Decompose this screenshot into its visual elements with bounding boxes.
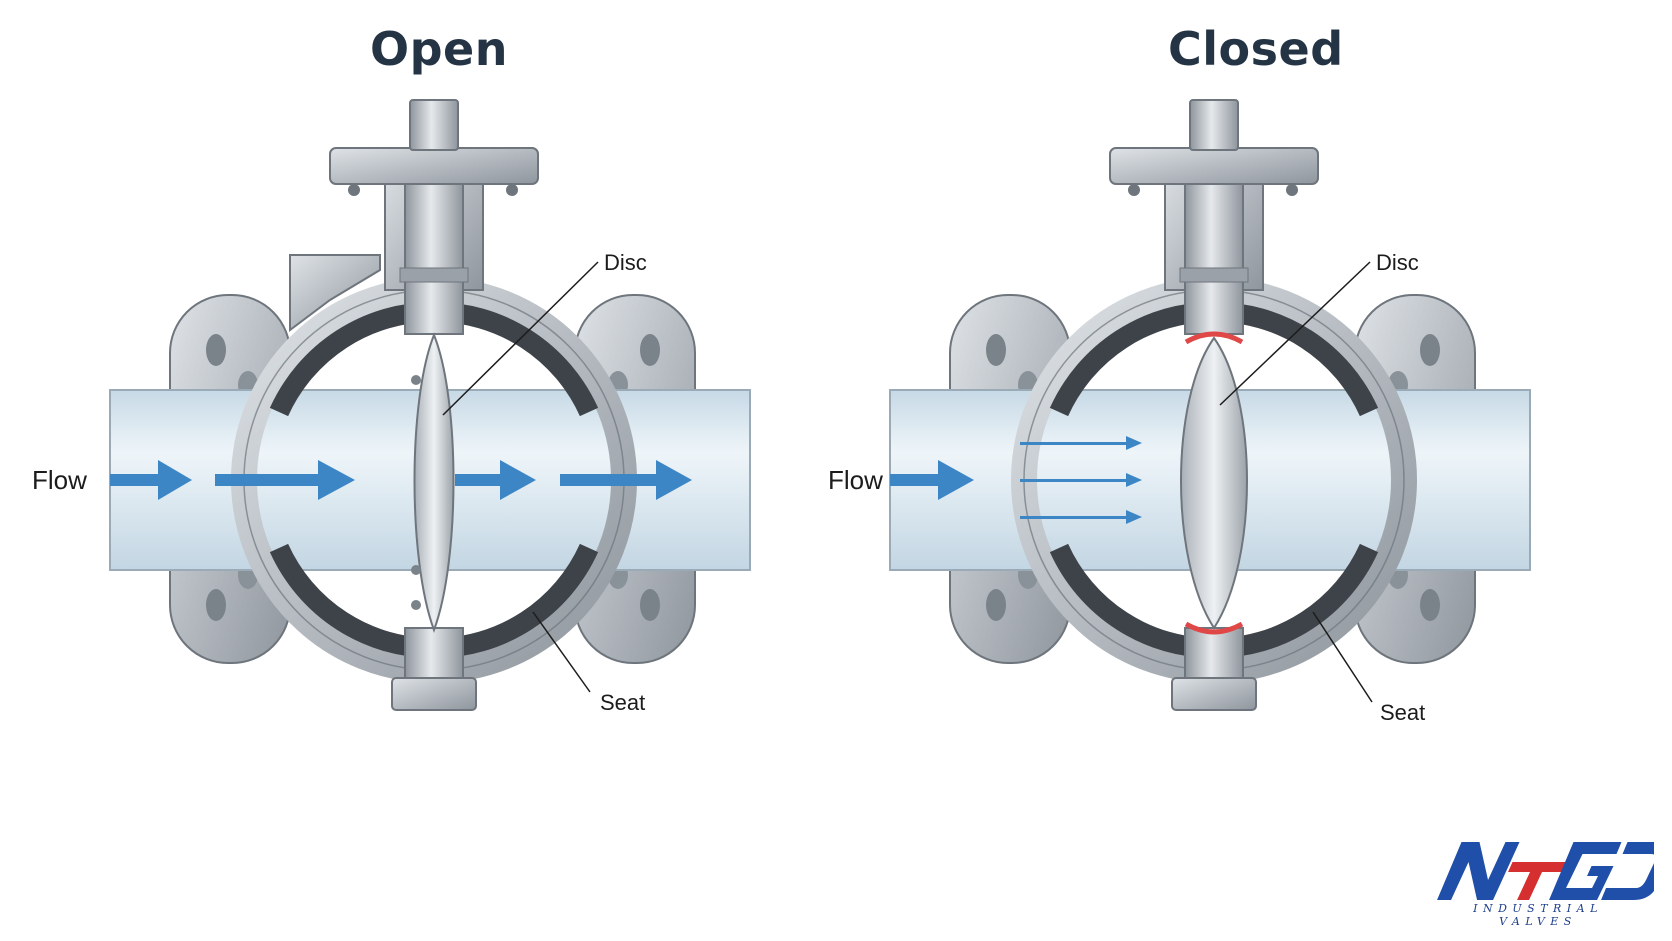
closed-disc-leader xyxy=(1219,261,1371,406)
open-disc-leader xyxy=(442,261,599,416)
open-seat-label: Seat xyxy=(600,690,646,715)
closed-flow-arrows xyxy=(890,436,1142,524)
open-stem-top xyxy=(409,99,459,151)
open-disc-label: Disc xyxy=(604,250,647,275)
open-top-flange xyxy=(329,147,539,185)
ntgd-logo xyxy=(1437,842,1654,900)
closed-disc-label: Disc xyxy=(1376,250,1419,275)
closed-valve xyxy=(889,99,1531,711)
open-seat-leader xyxy=(532,611,591,693)
closed-seal-bottom xyxy=(1184,621,1244,635)
open-title: Open xyxy=(370,22,508,76)
closed-seat-leader xyxy=(1312,611,1373,703)
open-valve xyxy=(109,99,751,711)
closed-flow-label: Flow xyxy=(828,465,883,495)
closed-seal-top xyxy=(1184,331,1244,345)
closed-top-flange xyxy=(1109,147,1319,185)
open-disc xyxy=(413,332,455,633)
closed-disc xyxy=(1180,336,1248,630)
open-flow-label: Flow xyxy=(32,465,87,495)
closed-seat-label: Seat xyxy=(1380,700,1426,725)
open-stem xyxy=(404,183,464,335)
open-flow-arrows xyxy=(110,460,692,500)
closed-stem xyxy=(1184,183,1244,335)
closed-title: Closed xyxy=(1168,22,1344,76)
logo-tagline: INDUSTRIAL VALVES xyxy=(1473,902,1603,928)
closed-stem-top xyxy=(1189,99,1239,151)
